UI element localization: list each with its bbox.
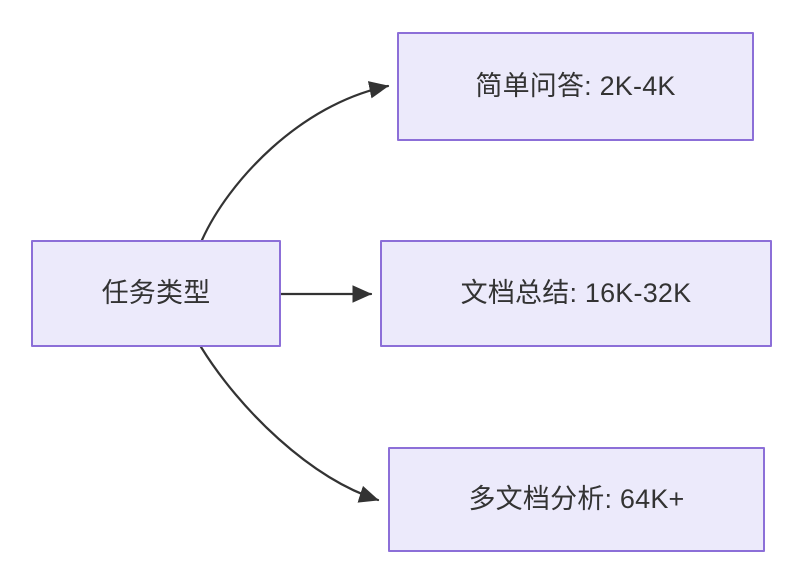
node-label-task-type: 任务类型 (101, 278, 211, 309)
node-task-type[interactable]: 任务类型 (31, 240, 281, 347)
node-label-simple-qa: 简单问答: 2K-4K (475, 71, 676, 102)
node-simple-qa[interactable]: 简单问答: 2K-4K (397, 32, 754, 141)
edge-root-to-simple-qa (200, 81, 390, 242)
node-multi-document-analysis[interactable]: 多文档分析: 64K+ (388, 447, 765, 552)
node-label-multi-document-analysis: 多文档分析: 64K+ (468, 484, 685, 515)
node-document-summary[interactable]: 文档总结: 16K-32K (380, 240, 772, 347)
node-label-document-summary: 文档总结: 16K-32K (460, 278, 692, 309)
edge-root-to-multi-doc (199, 345, 380, 503)
